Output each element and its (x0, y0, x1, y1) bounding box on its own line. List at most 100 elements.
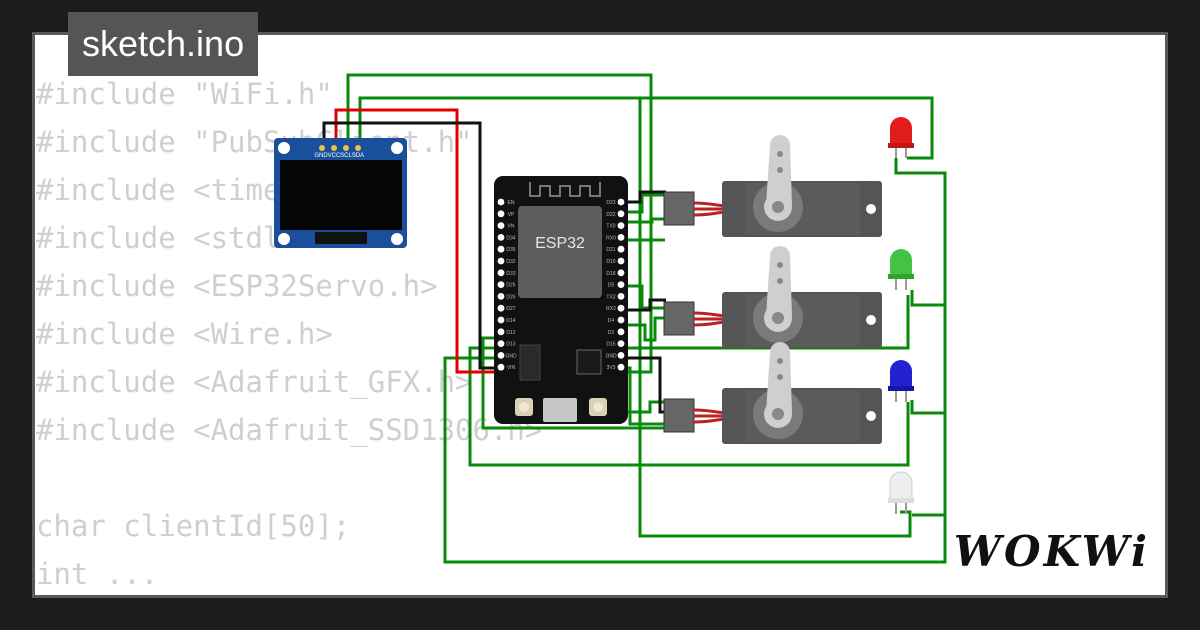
esp32-pin[interactable] (617, 328, 625, 336)
wire-green (443, 356, 947, 564)
esp32-pin-label: EN (508, 200, 515, 206)
wire-black (622, 356, 666, 414)
oled-pin-label: GND (314, 153, 328, 159)
wire-green (622, 193, 666, 214)
esp32-board[interactable]: ESP32 ENVPVND34D35D32D33D25D26D27D14D12D… (494, 176, 628, 424)
esp32-pin[interactable] (497, 328, 505, 336)
wire-green (910, 290, 945, 307)
esp32-pin-label: D18 (606, 271, 615, 277)
wire-green (622, 284, 666, 310)
esp32-pin[interactable] (617, 352, 625, 359)
esp32-pin[interactable] (497, 257, 505, 265)
led-blue[interactable] (888, 360, 914, 402)
esp32-pin[interactable] (497, 352, 505, 359)
led-white[interactable] (888, 471, 914, 514)
code-line: char clientId[50]; (36, 509, 351, 543)
esp32-pin-label: 3V3 (607, 365, 616, 371)
esp32-pin-label: TX2 (606, 294, 615, 300)
esp32-pin[interactable] (497, 340, 505, 347)
esp32-pin-label: D2 (608, 330, 615, 336)
esp32-pin[interactable] (497, 222, 505, 230)
wire-green (910, 400, 945, 415)
esp32-pin[interactable] (497, 245, 505, 253)
oled-pin-label: VCC (328, 153, 341, 159)
esp32-left-pins: ENVPVND34D35D32D33D25D26D27D14D12D13GNDV… (497, 198, 517, 371)
wire-green (622, 217, 666, 224)
servo-motor-1[interactable] (722, 135, 882, 237)
oled-display[interactable]: GND VCC SCL SDA (274, 138, 407, 248)
esp32-pin[interactable] (617, 304, 625, 312)
esp32-pin[interactable] (617, 245, 625, 253)
esp32-pin[interactable] (617, 269, 625, 277)
led-green[interactable] (888, 249, 914, 290)
oled-pins (319, 145, 361, 151)
esp32-pin-label: D12 (506, 330, 515, 336)
esp32-pin[interactable] (617, 316, 625, 324)
esp32-chip-label: ESP32 (535, 235, 585, 252)
esp32-pin-label: D22 (606, 212, 615, 218)
esp32-pin[interactable] (617, 222, 625, 230)
servo-motor-3[interactable] (722, 342, 882, 444)
esp32-pin-label: D26 (506, 294, 515, 300)
code-line: int ... (36, 557, 159, 591)
usb-chip (576, 349, 602, 375)
esp32-pin[interactable] (617, 257, 625, 265)
esp32-pin-label: D4 (608, 318, 615, 324)
wire-black (622, 298, 666, 312)
esp32-pin-label: D32 (506, 259, 515, 265)
usb-port (543, 398, 577, 422)
esp32-pin[interactable] (497, 316, 505, 324)
oled-pin-label: SCL (340, 153, 352, 159)
esp32-pin-label: D33 (506, 271, 515, 277)
servo-motor-2[interactable] (722, 246, 882, 348)
esp32-pin-label: VIN (507, 365, 516, 371)
wire-green (622, 316, 666, 342)
esp32-pin[interactable] (497, 293, 505, 300)
wire-green (358, 96, 912, 538)
oled-pin-label: SDA (352, 153, 364, 159)
esp32-pin-label: D27 (506, 306, 515, 312)
esp32-pin[interactable] (617, 340, 625, 347)
esp32-pin-label: D13 (506, 342, 515, 348)
code-line: #include <ESP32Servo.h> (36, 269, 438, 303)
esp32-pin-label: D35 (506, 247, 515, 253)
esp32-pin[interactable] (497, 210, 505, 218)
esp32-pin-label: D25 (506, 283, 515, 289)
wire-black (622, 190, 666, 204)
esp32-pin-label: D23 (606, 200, 615, 206)
esp32-pin[interactable] (497, 198, 505, 206)
code-line: #include <Adafruit_GFX.h> (36, 365, 473, 399)
esp32-pin-label: RX2 (606, 306, 616, 312)
esp32-pin[interactable] (617, 281, 625, 288)
esp32-pin[interactable] (617, 234, 625, 241)
esp32-pin[interactable] (617, 198, 625, 206)
esp32-pin[interactable] (497, 269, 505, 277)
wire-green (622, 295, 910, 350)
esp32-pin-label: D21 (606, 247, 615, 253)
esp32-right-pins: D23D22TX0RX0D21D19D18D5TX2RX2D4D2D15GND3… (605, 198, 625, 371)
esp32-pin-label: D15 (606, 342, 615, 348)
esp32-pin[interactable] (497, 234, 505, 241)
code-line: #include "WiFi.h" (36, 77, 333, 111)
wokwi-logo: WOKWi (953, 527, 1150, 576)
esp32-pin[interactable] (497, 304, 505, 312)
esp32-pin-label: GND (605, 353, 617, 359)
esp32-pin[interactable] (617, 210, 625, 218)
wire-green (481, 336, 666, 430)
esp32-pin[interactable] (497, 281, 505, 288)
esp32-pin-label: GND (505, 353, 517, 359)
esp32-pin-label: TX0 (606, 224, 615, 230)
led-red[interactable] (888, 117, 914, 158)
code-line: #include <Wire.h> (36, 317, 333, 351)
esp32-pin-label: VP (508, 212, 515, 218)
esp32-pin-label: D5 (608, 283, 615, 289)
wire-green (346, 73, 653, 374)
esp32-pin-label: D14 (506, 318, 515, 324)
esp32-pin[interactable] (617, 363, 625, 371)
wire-green (894, 158, 947, 515)
esp32-pin[interactable] (497, 363, 505, 371)
voltage-regulator (519, 344, 541, 381)
esp32-pin[interactable] (617, 293, 625, 300)
file-tab[interactable]: sketch.ino (68, 12, 259, 76)
